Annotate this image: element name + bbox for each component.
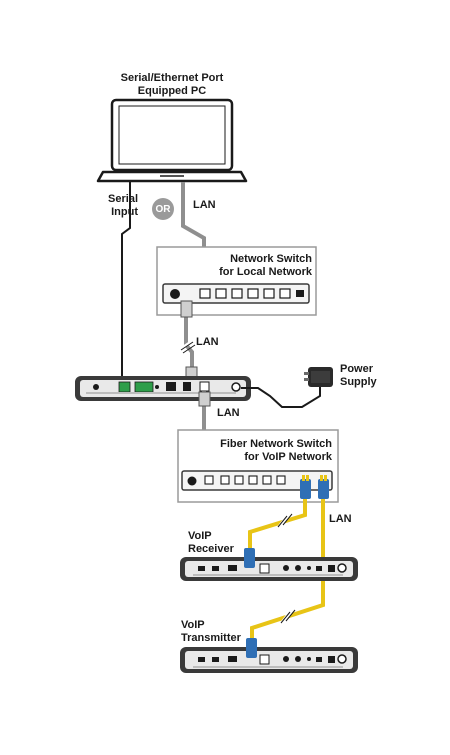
voip-receiver-line2: Receiver bbox=[188, 543, 234, 555]
voip-receiver-device bbox=[180, 557, 358, 581]
or-badge-icon bbox=[152, 198, 174, 220]
pc-title-line2: Equipped PC bbox=[137, 85, 207, 97]
lan-label-fiber: LAN bbox=[329, 513, 352, 525]
fiber-connector-icon bbox=[246, 638, 257, 658]
serial-label-line2: Input bbox=[111, 206, 138, 218]
power-cable bbox=[241, 385, 321, 408]
power-supply-line2: Supply bbox=[340, 376, 377, 388]
rj45-plug-icon bbox=[198, 391, 211, 407]
controller-unit bbox=[75, 376, 251, 401]
voip-receiver-line1: VoIP bbox=[188, 530, 212, 542]
voip-transmitter-line1: VoIP bbox=[181, 619, 205, 631]
serial-cable bbox=[121, 182, 131, 380]
serial-label-line1: Serial bbox=[108, 193, 138, 205]
lan-label-pc: LAN bbox=[193, 199, 216, 211]
power-supply-line1: Power bbox=[340, 363, 374, 375]
lan-label-switch: LAN bbox=[196, 336, 219, 348]
pc-title: Serial/Ethernet Port Equipped PC bbox=[112, 72, 232, 98]
voip-transmitter-device bbox=[180, 647, 358, 673]
fiber-switch-line1: Fiber Network Switch bbox=[220, 438, 332, 450]
fiber-connector-icon bbox=[244, 548, 255, 568]
lan-label-unit: LAN bbox=[217, 407, 240, 419]
voip-transmitter-line2: Transmitter bbox=[181, 632, 241, 644]
rj45-plug-icon bbox=[180, 300, 193, 318]
voip-transmitter-label: VoIP Transmitter bbox=[181, 619, 241, 645]
network-switch-label: Network Switch for Local Network bbox=[200, 253, 312, 279]
fiber-switch-device bbox=[181, 470, 333, 491]
network-switch-line2: for Local Network bbox=[219, 266, 312, 278]
network-switch-line1: Network Switch bbox=[230, 253, 312, 265]
serial-input-label: Serial Input bbox=[90, 193, 138, 219]
power-adapter-icon bbox=[304, 367, 333, 387]
network-switch-device bbox=[162, 283, 310, 304]
pc-title-line1: Serial/Ethernet Port bbox=[120, 72, 224, 84]
fiber-switch-label: Fiber Network Switch for VoIP Network bbox=[190, 438, 332, 464]
fiber-connector-icon bbox=[300, 475, 329, 499]
fiber-cable-receiver bbox=[248, 488, 307, 560]
voip-receiver-label: VoIP Receiver bbox=[188, 530, 234, 556]
or-badge-text: OR bbox=[155, 204, 171, 215]
power-supply-label: Power Supply bbox=[340, 363, 377, 389]
fiber-switch-line2: for VoIP Network bbox=[244, 451, 332, 463]
laptop-icon bbox=[96, 98, 248, 183]
